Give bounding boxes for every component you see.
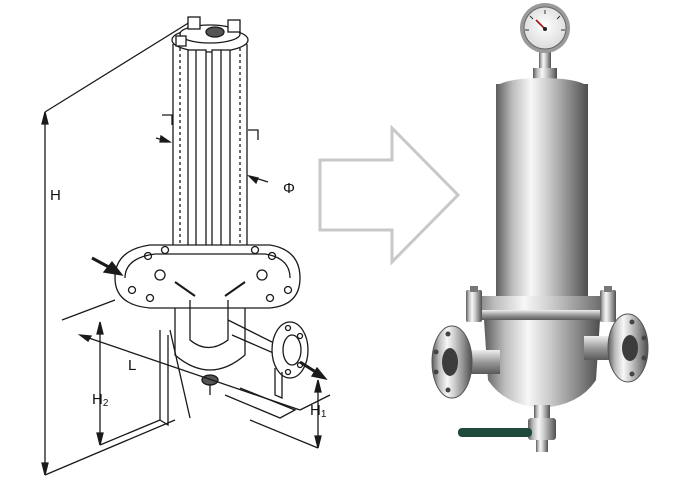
clamp-flange [114, 244, 301, 309]
filter-photo-rendering [431, 3, 649, 452]
inlet-height-dimension-line [96, 321, 161, 446]
inlet-arrow [91, 256, 124, 276]
inlet-height-label-sub: 2 [103, 398, 109, 409]
diameter-label: Φ [283, 180, 295, 197]
top-lid [171, 16, 249, 53]
inlet-flange-rendering [431, 325, 473, 399]
length-dimension-line [61, 299, 331, 411]
lower-bowl-rendering [484, 320, 600, 408]
outlet-flange-rendering [607, 313, 649, 383]
inlet-height-label-main: H [92, 391, 103, 408]
outlet-height-label-main: H [310, 402, 321, 419]
outlet-height-label-sub: 1 [321, 409, 327, 420]
housing-cylinder [496, 90, 588, 298]
filter-housing [155, 44, 269, 275]
length-label: L [128, 357, 136, 374]
inlet-height-label: H2 [92, 391, 109, 409]
clamp-band [466, 286, 616, 322]
hollow-right-arrow-icon [318, 124, 461, 266]
outlet-flange [271, 321, 328, 381]
lower-bowl [174, 300, 279, 395]
valve-handle-icon [458, 428, 532, 437]
technical-drawing: H Φ L H2 H1 [41, 16, 331, 476]
height-label: H [50, 187, 61, 204]
outlet-height-label: H1 [310, 402, 327, 420]
outlet-height-dimension-line [249, 379, 322, 449]
drain-valve [458, 405, 556, 452]
height-dimension-line [41, 21, 191, 476]
pressure-gauge-icon [520, 3, 570, 80]
